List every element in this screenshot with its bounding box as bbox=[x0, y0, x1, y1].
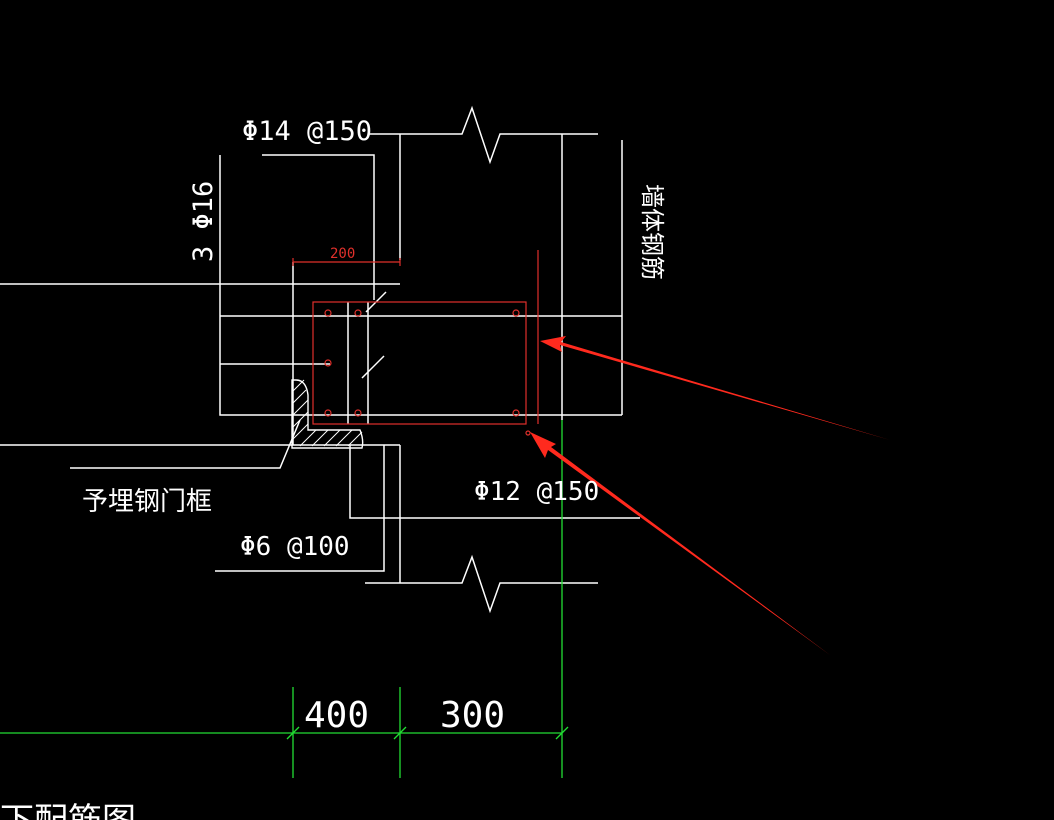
annotation-arrows bbox=[530, 336, 890, 655]
rebar-dot bbox=[512, 409, 520, 417]
rebar-dot bbox=[324, 359, 332, 367]
arrow-lower bbox=[530, 432, 830, 655]
rebar-section bbox=[292, 250, 539, 436]
tick-2 bbox=[361, 355, 385, 379]
rebar-dot bbox=[525, 430, 531, 436]
dim-tick-1 bbox=[286, 726, 300, 740]
bottom-break-line bbox=[365, 554, 598, 614]
lintel-outline bbox=[349, 445, 640, 519]
dim-tick-2 bbox=[393, 726, 407, 740]
rebar-dot bbox=[324, 409, 332, 417]
top-rebar-leader bbox=[262, 154, 375, 300]
frame-shape bbox=[291, 379, 364, 449]
wall-rebar-label: 墙体钢筋 bbox=[638, 184, 666, 280]
stirrup6-label: Φ6 @100 bbox=[240, 532, 350, 562]
embedded-frame-label: 予埋钢门框 bbox=[82, 487, 212, 517]
dim-200-label: 200 bbox=[330, 246, 355, 262]
dim-tick-3 bbox=[555, 726, 569, 740]
rebar-dot bbox=[354, 309, 362, 317]
column-outline bbox=[219, 155, 622, 416]
bottom-caption: 下配筋图 bbox=[0, 801, 136, 820]
stirrup-outline bbox=[312, 301, 527, 425]
dim-400-label: 400 bbox=[304, 695, 369, 736]
stirrup12-label: Φ12 @150 bbox=[474, 477, 599, 507]
side-rebar-label: 3 Φ16 bbox=[188, 181, 219, 262]
rebar-dot bbox=[354, 409, 362, 417]
top-rebar-label: Φ14 @150 bbox=[242, 116, 372, 147]
top-break-line bbox=[368, 105, 598, 165]
frame-leader bbox=[70, 419, 301, 469]
stirrup6-leader bbox=[215, 445, 385, 572]
embedded-frame-hatch bbox=[291, 379, 364, 449]
dim-300-label: 300 bbox=[440, 695, 505, 736]
rebar-dot bbox=[512, 309, 520, 317]
rebar-dot bbox=[324, 309, 332, 317]
arrow-upper bbox=[540, 336, 890, 440]
dimension-lines bbox=[0, 420, 569, 778]
